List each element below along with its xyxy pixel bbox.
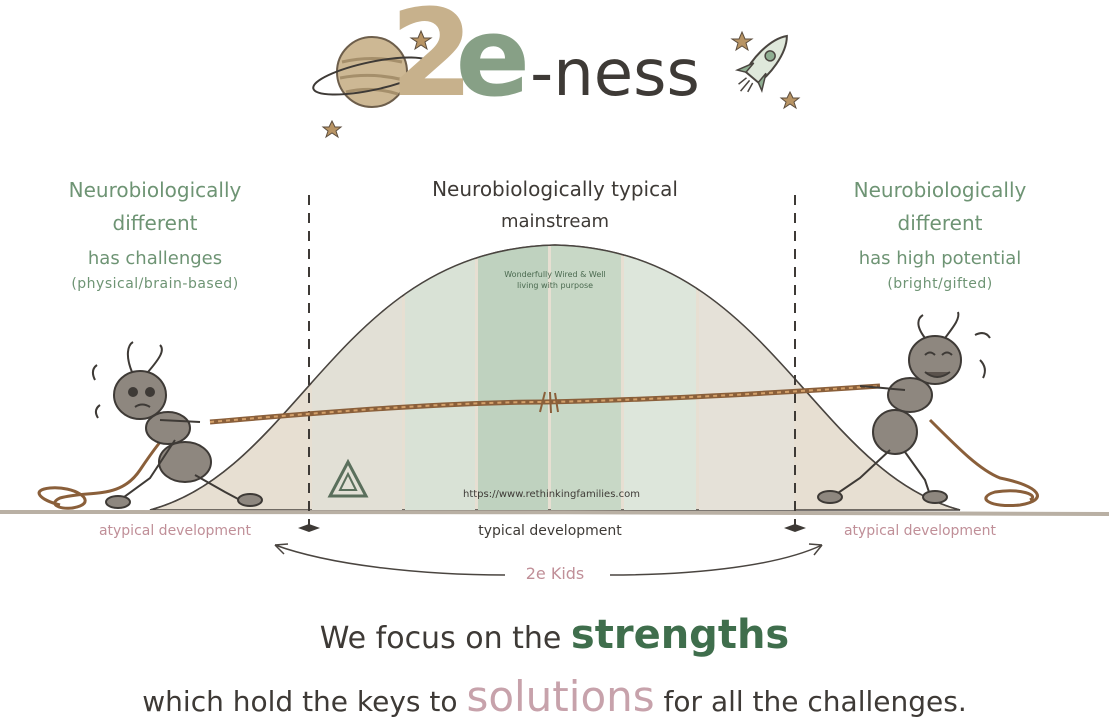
left-heading-line2: different bbox=[112, 211, 198, 235]
tagline-solutions: solutions bbox=[466, 672, 655, 721]
band-2 bbox=[405, 245, 475, 510]
tagline-line1: We focus on the strengths bbox=[0, 612, 1109, 658]
right-note: (bright/gifted) bbox=[887, 276, 993, 292]
curve-text-line2: living with purpose bbox=[516, 281, 594, 290]
curve-text-line1: Wonderfully Wired & Well bbox=[504, 270, 606, 279]
title-two: 2 bbox=[390, 0, 474, 124]
axis-right-label: atypical development bbox=[843, 523, 997, 539]
tagline-strengths: strengths bbox=[570, 612, 790, 658]
axis-center-label: typical development bbox=[478, 523, 622, 539]
range-arrow-right bbox=[609, 544, 823, 576]
right-heading-line2: different bbox=[897, 211, 983, 235]
center-heading-line1: Neurobiologically typical bbox=[432, 177, 678, 201]
ground-line bbox=[0, 510, 1109, 516]
band-4 bbox=[551, 245, 621, 510]
title-e: e bbox=[455, 0, 531, 121]
star-icon bbox=[321, 29, 801, 139]
ant-icon-right bbox=[817, 311, 991, 504]
planet-icon bbox=[312, 36, 432, 108]
title-suffix: -ness bbox=[530, 37, 700, 111]
website-url: https://www.rethinkingfamilies.com bbox=[463, 489, 640, 500]
right-heading-line1: Neurobiologically bbox=[853, 178, 1027, 202]
logo-mark-icon bbox=[327, 458, 369, 498]
left-subheading: has challenges bbox=[87, 248, 223, 269]
left-note: (physical/brain-based) bbox=[71, 276, 239, 292]
left-heading-line1: Neurobiologically bbox=[68, 178, 242, 202]
tagline-part3: for all the challenges. bbox=[654, 685, 967, 718]
axis-left-label: atypical development bbox=[98, 523, 252, 539]
tagline-line2: which hold the keys to solutions for all… bbox=[0, 672, 1109, 721]
range-label: 2e Kids bbox=[525, 564, 585, 583]
ant-icon-left bbox=[91, 341, 263, 509]
center-heading-line2: mainstream bbox=[500, 211, 610, 232]
title: 2e-ness bbox=[390, 0, 700, 121]
tagline-part1: We focus on the bbox=[319, 621, 571, 656]
range-arrow-left bbox=[274, 544, 506, 576]
rope-icon bbox=[37, 383, 1039, 510]
band-3 bbox=[478, 245, 548, 510]
right-subheading: has high potential bbox=[858, 248, 1022, 269]
curve-bands bbox=[312, 245, 794, 510]
rocket-icon bbox=[734, 34, 788, 94]
band-6 bbox=[699, 245, 794, 510]
band-5 bbox=[624, 245, 696, 510]
tagline-part2: which hold the keys to bbox=[142, 685, 467, 718]
